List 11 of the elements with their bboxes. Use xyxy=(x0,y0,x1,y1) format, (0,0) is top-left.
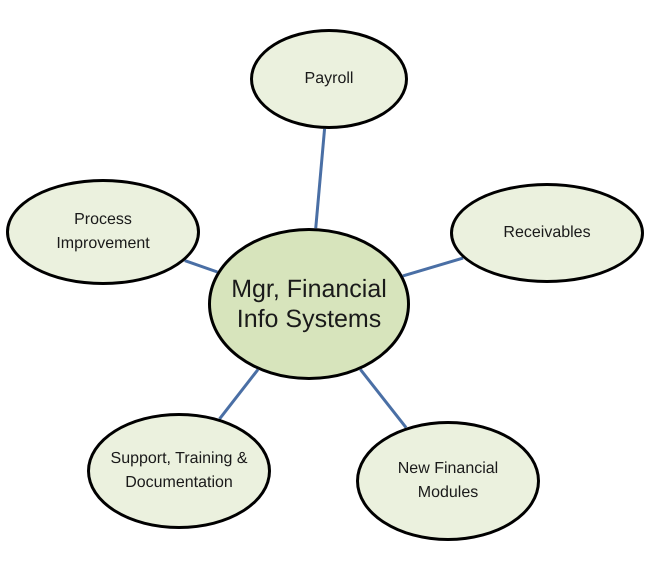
node-label: Support, Training & Documentation xyxy=(110,449,248,493)
connector-line xyxy=(359,368,408,429)
node-label: Process Improvement xyxy=(55,210,151,254)
node-label: New Financial Modules xyxy=(396,459,500,503)
connector-line xyxy=(402,256,464,278)
connector-line xyxy=(314,128,326,228)
node-label: Receivables xyxy=(503,223,591,243)
node-label: Payroll xyxy=(304,69,354,89)
node-label: Mgr, Financial Info Systems xyxy=(230,274,388,334)
connector-line xyxy=(184,259,218,274)
connector-line xyxy=(218,368,260,420)
